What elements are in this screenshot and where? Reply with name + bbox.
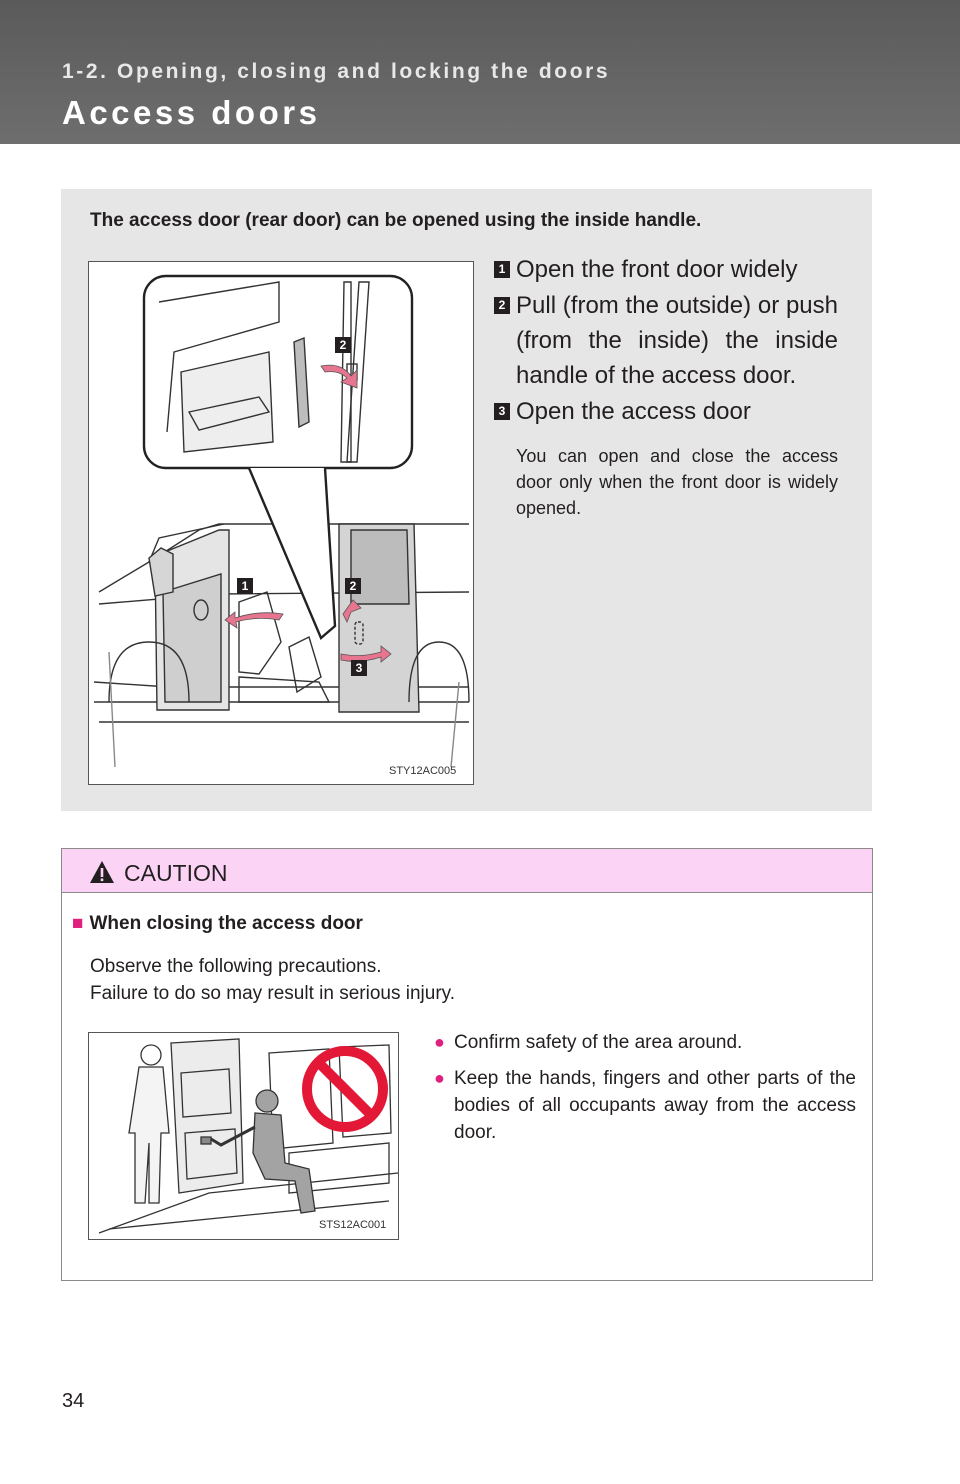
caution-box: CAUTION ■When closing the access door Ob… [61,848,873,1281]
vehicle-door-illustration: 2 1 2 3 STY12AC005 [88,261,474,785]
step-text: Pull (from the outside) or push (from th… [516,292,838,389]
precaution-text: Keep the hands, fingers and other parts … [454,1068,856,1143]
intro-text: The access door (rear door) can be opene… [90,210,702,231]
step-number: 2 [494,297,510,314]
precaution-list: ● Confirm safety of the area around. ● K… [434,1029,856,1155]
section-header: 1-2. Opening, closing and locking the do… [0,0,960,144]
figure-code: STY12AC005 [389,765,457,777]
vehicle-door-drawing: 2 1 2 3 [93,274,470,768]
caution-label: CAUTION [124,860,228,886]
bullet-dot-icon: ● [434,1032,445,1052]
caution-heading-text: When closing the access door [89,913,363,934]
step-item: 2 Pull (from the outside) or push (from … [494,288,838,393]
step-item: 3 Open the access door [494,394,838,429]
step-list: 1 Open the front door widely 2 Pull (fro… [494,252,838,521]
caution-heading: ■When closing the access door [72,913,363,935]
step-item: 1 Open the front door widely [494,252,838,287]
precaution-text: Confirm safety of the area around. [454,1032,743,1053]
caution-instructions: Observe the following precautions. Failu… [90,953,455,1007]
occupant-illustration: STS12AC001 [88,1032,399,1240]
step-number: 3 [494,403,510,420]
page-number: 34 [62,1390,85,1412]
callout-3: 3 [356,661,363,675]
section-title: 1-2. Opening, closing and locking the do… [62,60,611,83]
step-number: 1 [494,261,510,278]
warning-triangle-icon [90,861,114,883]
caution-line: Failure to do so may result in serious i… [90,983,456,1004]
occupant-drawing [98,1038,398,1234]
step-text: Open the access door [516,398,751,425]
precaution-item: ● Keep the hands, fingers and other part… [434,1065,856,1146]
caution-line: Observe the following precautions. [90,956,382,977]
bullet-dot-icon: ● [434,1068,445,1088]
square-bullet-icon: ■ [72,913,84,934]
caution-header: CAUTION [62,849,872,893]
caution-figure-code: STS12AC001 [319,1219,387,1231]
step-text: Open the front door widely [516,256,798,283]
callout-1: 1 [242,579,249,593]
step-note: You can open and close the access door o… [516,446,838,518]
callout-2: 2 [350,579,357,593]
precaution-item: ● Confirm safety of the area around. [434,1029,856,1056]
callout-2-inset: 2 [340,338,347,352]
page-title: Access doors [62,94,321,131]
